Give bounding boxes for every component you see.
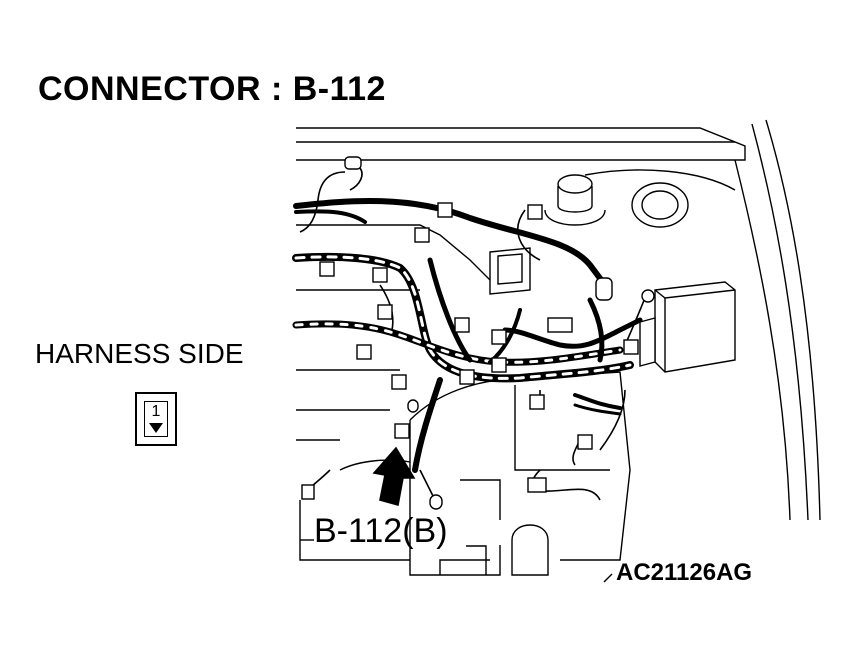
harness-connectors (301, 156, 655, 510)
battery-box (639, 281, 736, 373)
pin-lock-arrow-icon (149, 423, 163, 433)
reservoir-cap (544, 174, 689, 228)
connector-pointer-arrow-icon (372, 446, 416, 507)
connector-face-symbol: 1 (135, 392, 177, 446)
figure-code: AC21126AG (616, 559, 753, 586)
wiring-harness (292, 197, 643, 473)
callout-leader-line (300, 539, 487, 575)
b112-callout-label: B-112(B) (314, 512, 448, 550)
connector-pin-number: 1 (151, 403, 161, 420)
diagram-title: CONNECTOR : B-112 (38, 70, 386, 108)
figure-code-tick (603, 573, 613, 583)
connector-pin-cavity: 1 (144, 401, 168, 437)
engine-block (296, 224, 631, 576)
harness-side-label: HARNESS SIDE (35, 338, 244, 369)
body-outline (296, 119, 821, 521)
relay-box (489, 247, 531, 295)
